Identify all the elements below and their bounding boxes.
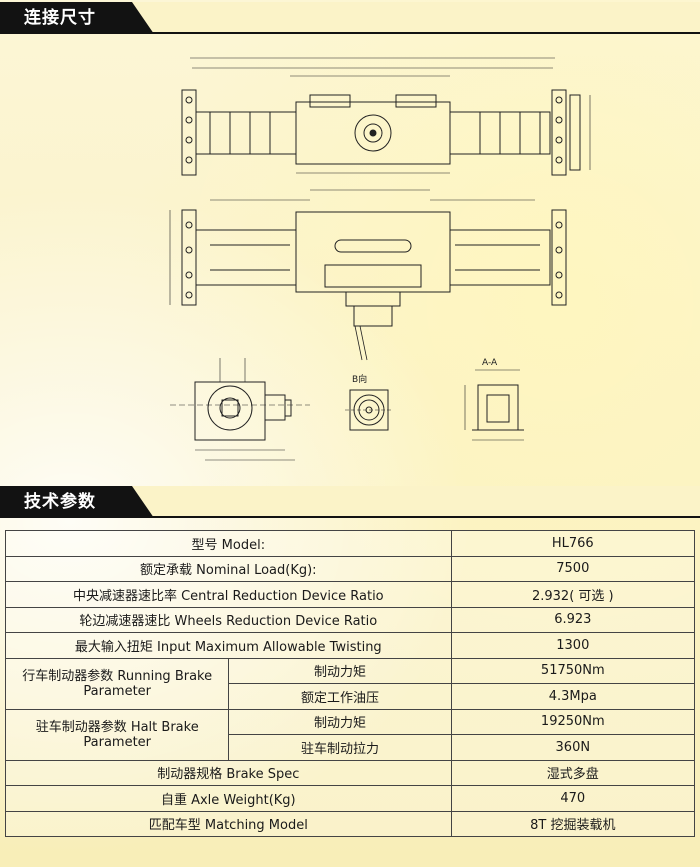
spec-sub-label: 制动力矩	[228, 657, 452, 684]
section-title: 技术参数	[24, 492, 96, 512]
table-row: 自重 Axle Weight(Kg) 470	[5, 785, 696, 812]
spec-sub-label: 驻车制动拉力	[228, 734, 452, 761]
spec-value: 51750Nm	[450, 657, 696, 684]
spec-value: 19250Nm	[450, 708, 696, 735]
table-row: 制动器规格 Brake Spec 湿式多盘	[5, 759, 696, 786]
spec-sub-label: 额定工作油压	[228, 683, 452, 710]
running-brake-label: 行车制动器参数 Running Brake Parameter	[4, 657, 230, 710]
table-row: 轮边减速器速比 Wheels Reduction Device Ratio 6.…	[5, 606, 696, 633]
axle-dimension-drawing: B向 A-A	[150, 40, 600, 480]
spec-label: 中央减速器速比率 Central Reduction Device Ratio	[5, 581, 452, 608]
spec-value: 4.3Mpa	[450, 683, 696, 710]
spec-value: 2.932( 可选 )	[450, 581, 696, 608]
view-aa-label: A-A	[482, 358, 498, 368]
spec-sub-label: 制动力矩	[228, 708, 452, 735]
spec-label: 自重 Axle Weight(Kg)	[5, 785, 452, 812]
spec-label: 最大输入扭矩 Input Maximum Allowable Twisting	[5, 632, 452, 659]
section-header-specs: 技术参数	[0, 486, 700, 518]
table-row: 型号 Model: HL766	[5, 530, 696, 557]
table-row: 额定工作油压 4.3Mpa	[6, 683, 696, 710]
spec-table: 型号 Model: HL766 额定承载 Nominal Load(Kg): 7…	[4, 530, 696, 837]
spec-value: 470	[450, 785, 696, 812]
spec-label: 轮边减速器速比 Wheels Reduction Device Ratio	[5, 606, 452, 633]
spec-label: 额定承载 Nominal Load(Kg):	[5, 555, 452, 582]
spec-value: 360N	[450, 734, 696, 761]
spec-value: 1300	[450, 632, 696, 659]
spec-value: HL766	[450, 530, 696, 557]
table-row: 匹配车型 Matching Model 8T 挖掘装载机	[5, 810, 696, 837]
table-row: 驻车制动拉力 360N	[6, 734, 696, 761]
spec-value: 8T 挖掘装载机	[450, 810, 696, 837]
view-b-label: B向	[352, 373, 367, 385]
table-row: 最大输入扭矩 Input Maximum Allowable Twisting …	[5, 632, 696, 659]
spec-value: 7500	[450, 555, 696, 582]
spec-value: 湿式多盘	[450, 759, 696, 786]
table-row: 中央减速器速比率 Central Reduction Device Ratio …	[5, 581, 696, 608]
table-row: 行车制动器参数 Running Brake Parameter 制动力矩 517…	[4, 657, 696, 710]
spec-label: 制动器规格 Brake Spec	[5, 759, 452, 786]
table-row: 驻车制动器参数 Halt Brake Parameter 制动力矩 19250N…	[4, 708, 696, 761]
section-header-dimensions: 连接尺寸	[0, 2, 700, 34]
table-row: 额定承载 Nominal Load(Kg): 7500	[5, 555, 696, 582]
spec-label: 型号 Model:	[5, 530, 452, 557]
spec-label: 匹配车型 Matching Model	[5, 810, 452, 837]
spec-value: 6.923	[450, 606, 696, 633]
halt-brake-label: 驻车制动器参数 Halt Brake Parameter	[4, 708, 230, 761]
section-title: 连接尺寸	[24, 8, 96, 28]
